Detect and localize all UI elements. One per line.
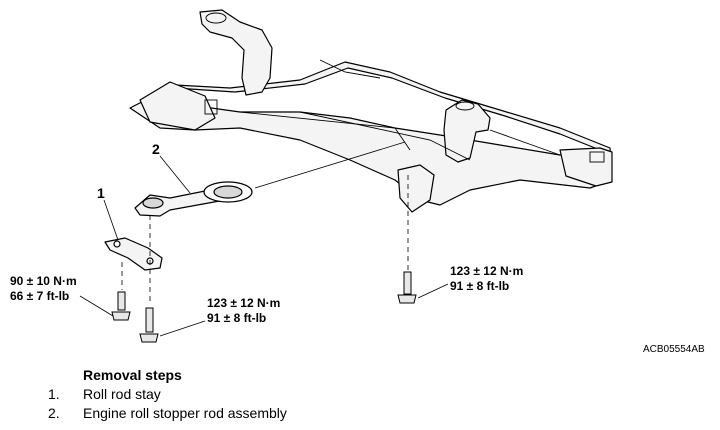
step-label: Engine roll stopper rod assembly [83,405,287,421]
removal-steps: Removal steps 1. Roll rod stay 2. Engine… [48,366,448,423]
torque-left-ftlb: 66 ± 7 ft-lb [10,289,70,303]
figure-code: ACB05554AB [643,344,705,355]
rod-small-bushing [142,197,164,209]
torque-center-ftlb: 91 ± 8 ft-lb [207,311,267,325]
torque-center-nm: 123 ± 12 N·m [207,296,281,310]
bolt-left [111,291,131,321]
removal-step: 2. Engine roll stopper rod assembly [48,404,448,423]
left-side-rail [139,81,216,131]
removal-steps-title: Removal steps [83,367,182,383]
callout-1: 1 [97,185,105,201]
torque-right-ftlb: 91 ± 8 ft-lb [450,279,510,293]
removal-step: 1. Roll rod stay [48,385,448,404]
crossmember-drawing [79,9,613,343]
torque-left: 90 ± 10 N·m 66 ± 7 ft-lb [10,274,77,304]
center-lower-bracket [397,164,435,213]
torque-left-nm: 90 ± 10 N·m [10,274,77,288]
torque-right-nm: 123 ± 12 N·m [450,264,524,278]
step-number: 1. [48,386,60,402]
bolt-center [139,307,159,343]
step-number: 2. [48,405,60,421]
right-front-bracket [559,147,613,187]
step-label: Roll rod stay [83,386,161,402]
torque-center: 123 ± 12 N·m 91 ± 8 ft-lb [207,296,280,326]
callout-2: 2 [152,141,160,157]
crossmember-illustration: 1 2 90 ± 10 N·m 66 ± 7 ft-lb 123 ± 12 N·… [10,9,705,355]
bolt-right [397,271,417,304]
right-mount-tower [443,99,491,163]
left-mount-tower [199,9,273,96]
torque-right: 123 ± 12 N·m 91 ± 8 ft-lb [450,264,523,294]
roll-rod-stay [104,237,163,271]
